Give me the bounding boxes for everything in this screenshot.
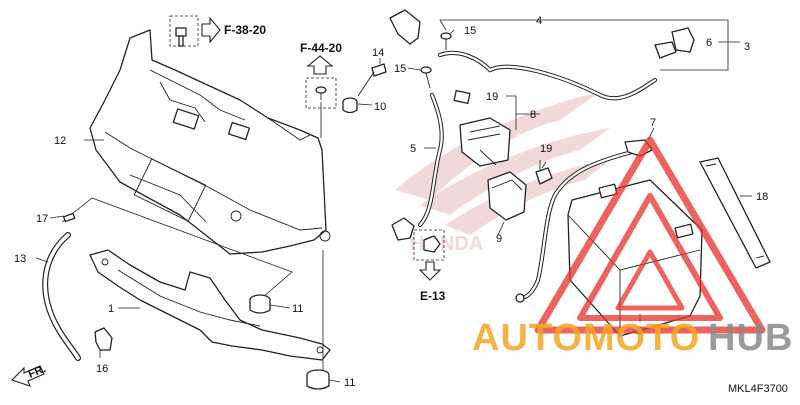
collar-10 (342, 97, 358, 114)
ref-arrow-f4420 (306, 55, 334, 75)
watermark-logo: AUTOMOTO HUB (472, 136, 793, 359)
positive-cable (437, 50, 658, 101)
relay-cover-9 (487, 171, 527, 221)
callout-11-upper: 11 (292, 303, 303, 315)
ref-e13-label: E-13 (420, 289, 446, 303)
nut-dashed-box (413, 229, 445, 261)
ref-f4420-label: F-44-20 (300, 41, 342, 55)
callout-11-lower: 11 (344, 377, 355, 389)
front-arrow (10, 365, 45, 387)
front-label: FR. (27, 363, 48, 381)
ref-arrow-f3820 (201, 16, 221, 44)
callout-17: 17 (36, 213, 48, 225)
bolt-15-upper (440, 32, 452, 50)
hose-clip (94, 327, 113, 351)
breather-hose (42, 232, 81, 361)
ground-cable (417, 92, 444, 228)
callout-10: 10 (374, 101, 386, 113)
ground-cable-end (391, 217, 415, 241)
ref-arrow-e13 (418, 261, 442, 281)
nut-e13 (423, 235, 441, 253)
battery-band-18 (699, 157, 771, 269)
callout-8: 8 (530, 109, 536, 121)
callout-14: 14 (372, 47, 384, 59)
honda-brand-text: HONDA (410, 233, 483, 255)
callout-13: 13 (14, 253, 26, 265)
screw-small (315, 86, 327, 100)
callout-19-fuse: 19 (540, 143, 552, 155)
bolt-14 (357, 63, 387, 97)
callout-3: 3 (744, 41, 750, 53)
bolt-dashed-box (169, 15, 199, 47)
callout-9: 9 (496, 233, 502, 245)
callout-16: 16 (96, 363, 108, 375)
callout-15-upper: 15 (464, 25, 476, 37)
callout-1: 1 (108, 303, 114, 315)
callout-7: 7 (650, 117, 656, 129)
rubber-cushion-lower (306, 369, 330, 390)
leader-lines (35, 19, 752, 383)
callout-6: 6 (706, 37, 712, 49)
battery-tray (89, 249, 331, 361)
callout-5: 5 (410, 143, 416, 155)
rubber-cushion-upper (249, 294, 271, 314)
tray-outline-lines (61, 197, 293, 299)
terminal-cover-6 (654, 27, 695, 59)
starter-relay-8 (453, 90, 511, 167)
screw-dashed-box (305, 77, 337, 109)
watermark-text-orange: AUTOMOTO (472, 317, 700, 359)
callout-15-lower: 15 (394, 63, 406, 75)
callout-18: 18 (756, 191, 768, 203)
hose-clamp (62, 212, 76, 223)
callout-19-relay: 19 (486, 91, 498, 103)
bolt-15-lower (420, 66, 432, 89)
diagram-code: MKL4F3700 (728, 383, 788, 395)
callout-12: 12 (54, 135, 66, 147)
bolt-15-top (175, 27, 187, 47)
watermark-triangles (534, 136, 766, 334)
terminal-cover-4 (389, 9, 421, 45)
battery-case (89, 29, 331, 255)
fuse-19 (535, 160, 553, 185)
battery-2 (567, 179, 703, 337)
callout-4: 4 (536, 15, 542, 27)
watermark-text-gray: HUB (708, 317, 793, 359)
ref-f3820-label: F-38-20 (224, 23, 266, 37)
